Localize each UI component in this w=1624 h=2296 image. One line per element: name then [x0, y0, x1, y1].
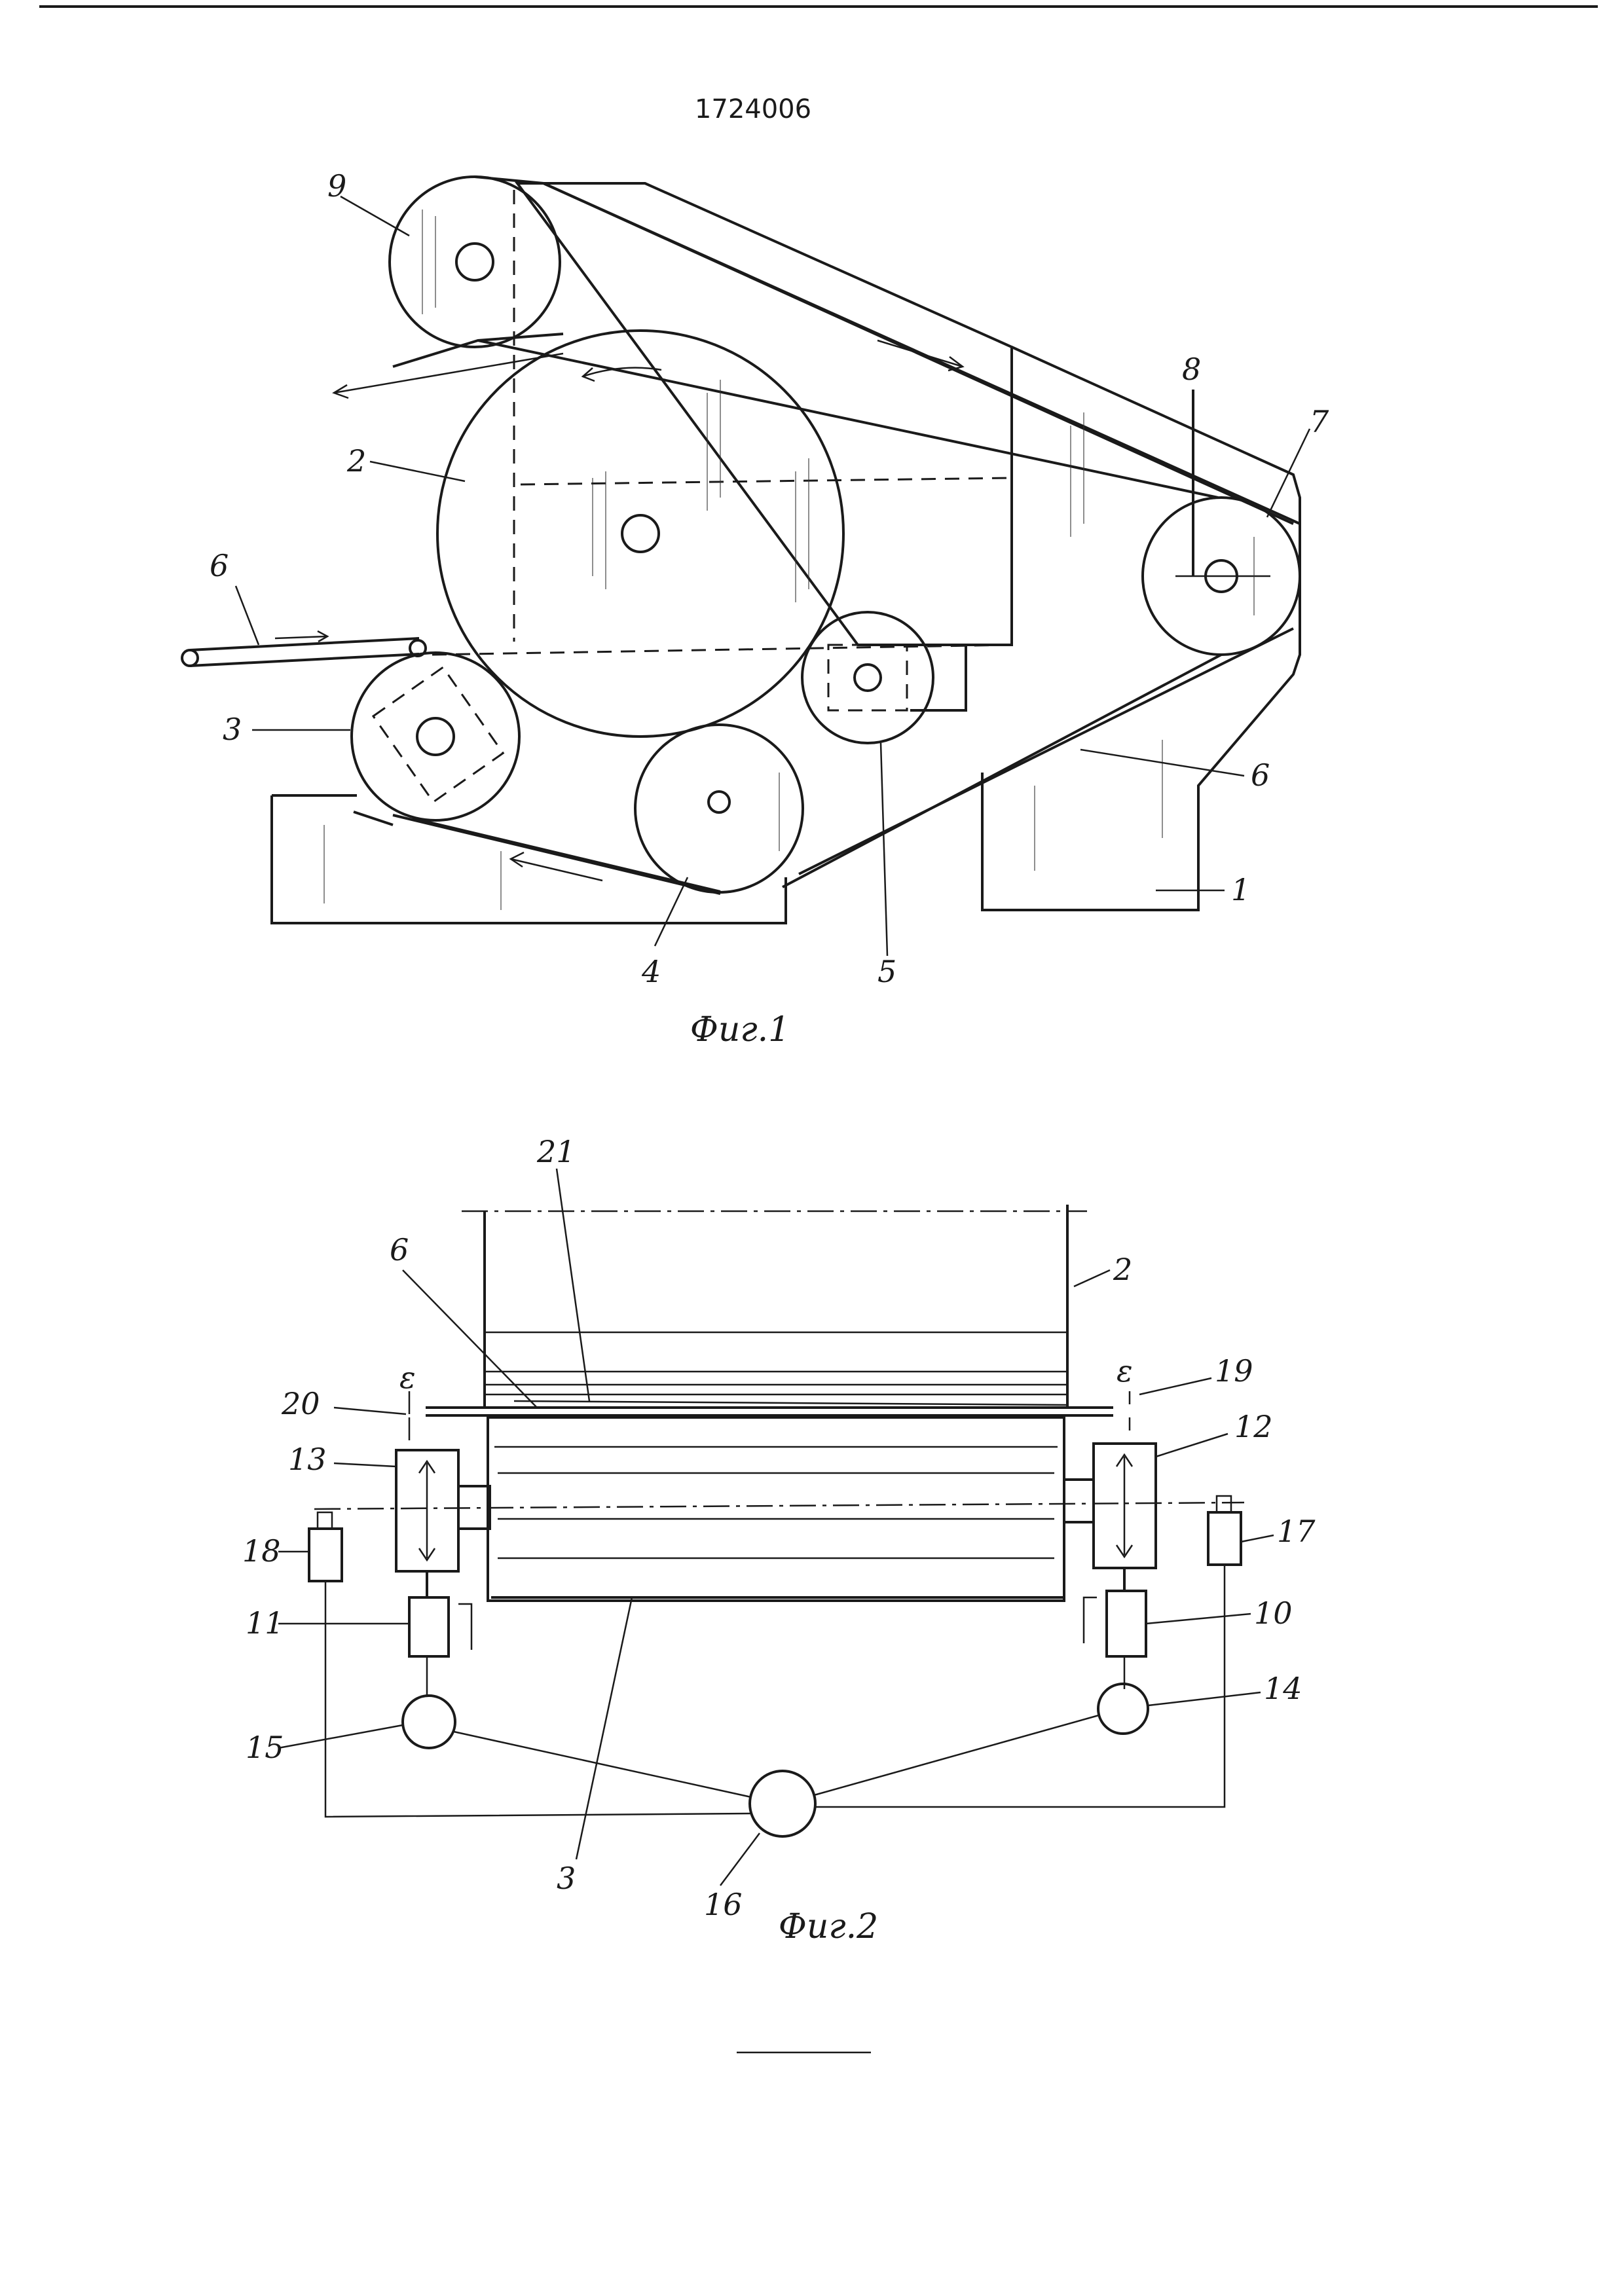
fig2-label-3: 3	[557, 1861, 576, 1896]
actuator-10	[1105, 1590, 1147, 1658]
fig2-label-13: 13	[288, 1442, 327, 1477]
hatching	[323, 210, 1255, 910]
fig1-label-6-belt: 6	[1251, 757, 1270, 793]
sensor-18	[308, 1527, 343, 1582]
fig2-label-21: 21	[536, 1134, 576, 1169]
sensor-17	[1207, 1511, 1242, 1566]
fig2-label-19: 19	[1215, 1353, 1253, 1389]
roller-3	[350, 651, 521, 822]
actuator-11	[408, 1596, 450, 1658]
figure-1: 9 2 6 3 4 5 6 1 8 7 Фиг.1	[181, 168, 1329, 1049]
fig1-label-2: 2	[346, 443, 366, 479]
belt-6	[353, 175, 1294, 895]
fig2-label-12: 12	[1234, 1409, 1273, 1444]
patent-number: 1724006	[695, 94, 811, 124]
controller-15	[401, 1694, 456, 1749]
fig2-label-6: 6	[390, 1232, 409, 1267]
fig2-label-15: 15	[246, 1730, 284, 1765]
fig2-label-eps-right: ε	[1116, 1353, 1133, 1389]
drum-2	[436, 329, 845, 738]
fig2-label-14: 14	[1264, 1671, 1302, 1706]
fig1-label-7: 7	[1310, 404, 1329, 439]
roller-5	[801, 611, 934, 744]
fig1-label-6-feed: 6	[210, 548, 229, 583]
fig2-caption: Фиг.2	[779, 1907, 879, 1946]
roller-9	[388, 175, 561, 348]
fig2-label-18: 18	[242, 1533, 281, 1569]
controller-14	[1097, 1683, 1149, 1735]
fig2-label-16: 16	[704, 1887, 743, 1922]
fig1-label-8: 8	[1182, 352, 1201, 387]
frame-1-upper	[515, 182, 1013, 646]
fig2-label-20: 20	[281, 1386, 320, 1421]
controller-16	[748, 1770, 817, 1838]
roller-4	[634, 723, 804, 894]
fig1-label-9: 9	[327, 168, 346, 204]
fig2-label-eps-left: ε	[399, 1360, 416, 1395]
fig1-label-5: 5	[877, 954, 896, 989]
fig2-label-2: 2	[1113, 1252, 1132, 1287]
fig2-label-10: 10	[1254, 1595, 1293, 1631]
roller-3-body	[487, 1416, 1065, 1602]
fig2-label-17: 17	[1277, 1514, 1316, 1549]
fig1-caption: Фиг.1	[690, 1010, 790, 1049]
fig1-label-3: 3	[223, 712, 242, 747]
fig2-label-11: 11	[246, 1605, 284, 1641]
figure-2: 21 6 2 19 12 ε ε 20 13 18 17 11 10 15 14…	[242, 1134, 1316, 1946]
frame-bed-left	[270, 794, 787, 924]
fig1-label-1: 1	[1231, 872, 1250, 907]
fig1-label-4: 4	[641, 954, 661, 989]
